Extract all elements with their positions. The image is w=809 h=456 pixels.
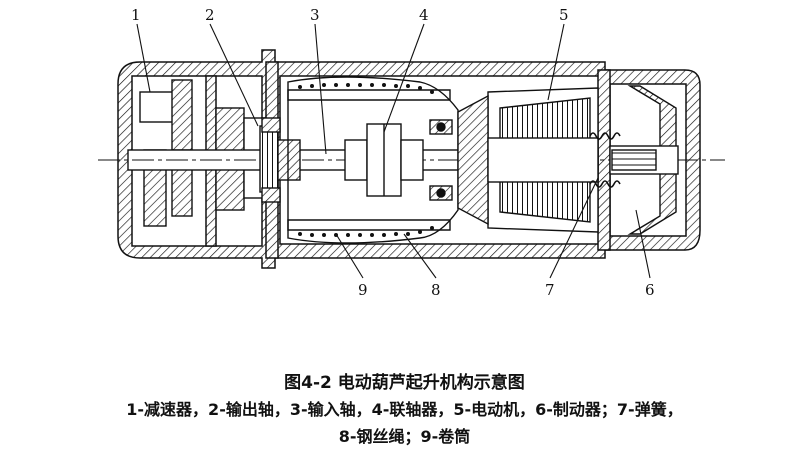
callout-6: 6 (645, 281, 655, 299)
output-shaft (259, 125, 301, 193)
callout-2: 2 (205, 6, 215, 24)
callout-5: 5 (559, 6, 569, 24)
brake (609, 85, 679, 235)
callout-8: 8 (431, 281, 441, 299)
leader-lines (136, 23, 651, 279)
callout-labels: 1 2 3 4 5 6 7 8 9 (131, 6, 655, 299)
legend-line-2: 8-钢丝绳；9-卷筒 (338, 427, 471, 446)
callout-4: 4 (419, 6, 429, 24)
callout-3: 3 (310, 6, 320, 24)
bearings (261, 117, 453, 203)
coupling (344, 123, 424, 197)
drum (287, 76, 459, 244)
hoist-mechanism-diagram: 1 2 3 4 5 6 7 8 9 (98, 6, 725, 299)
motor (457, 87, 599, 233)
figure-title: 图4-2 电动葫芦起升机构示意图 (284, 373, 525, 393)
legend-line-1: 1-减速器，2-输出轴，3-输入轴，4-联轴器，5-电动机，6-制动器；7-弹簧… (126, 400, 683, 419)
callout-1: 1 (131, 6, 141, 24)
callout-7: 7 (545, 281, 555, 299)
callout-9: 9 (358, 281, 368, 299)
